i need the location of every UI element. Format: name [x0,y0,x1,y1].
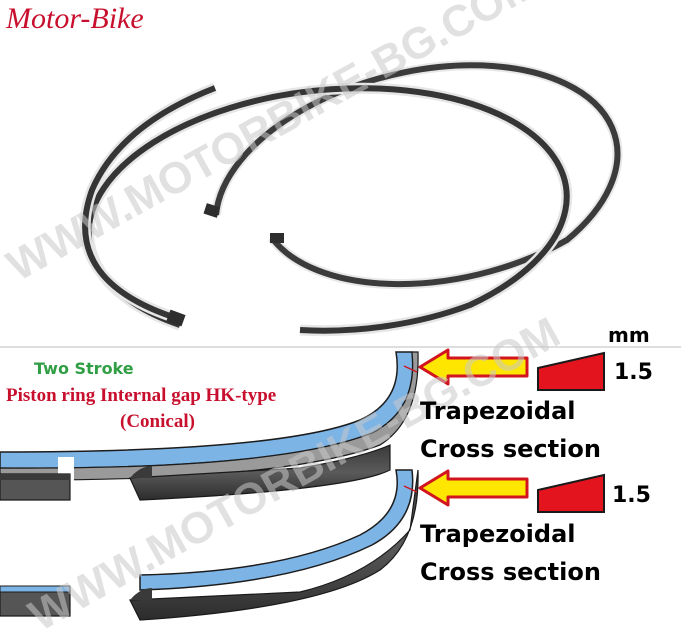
lower-ring-face [139,469,414,591]
lower-right-piece [129,469,419,621]
diagram-title: Two Stroke [34,359,134,378]
ring-end-left [166,309,186,327]
diagram-subtitle-2: (Conical) [120,411,195,432]
section-2-value: 1.5 [612,483,651,508]
piston-ring-photo [79,60,623,337]
ring-section-upper [0,351,419,501]
arrow-left-icon [418,348,529,386]
front-ring-left [82,85,217,321]
upper-left-piece-top [0,474,70,480]
ring-end-gap [270,233,284,243]
section-2-label-line1: Trapezoidal [420,520,576,548]
section-1-value: 1.5 [614,360,653,385]
lower-notch [130,588,152,600]
watermark-top: WWW.MOTORBIKE-BG.COM [0,0,546,291]
brand-logo-text: Motor-Bike [6,2,144,35]
lower-left-face [0,585,71,593]
arrow-left-icon [418,469,529,507]
trapezoid-profile-icon [537,351,605,391]
diagram-subtitle: Piston ring Internal gap HK-type [6,385,277,406]
upper-gap-mark [403,365,418,373]
section-1-label-line2: Cross section [420,435,601,463]
unit-label: mm [608,323,650,347]
section-1-label-line1: Trapezoidal [420,397,576,425]
lower-gap-mark [403,485,418,493]
back-ring [213,62,621,288]
ring-end-back [203,203,221,218]
trapezoid-profile-icon [537,473,605,513]
section-2-label-line2: Cross section [420,558,601,586]
ring-section-lower [0,469,419,621]
upper-notch [130,466,152,478]
upper-right-piece [129,444,391,501]
